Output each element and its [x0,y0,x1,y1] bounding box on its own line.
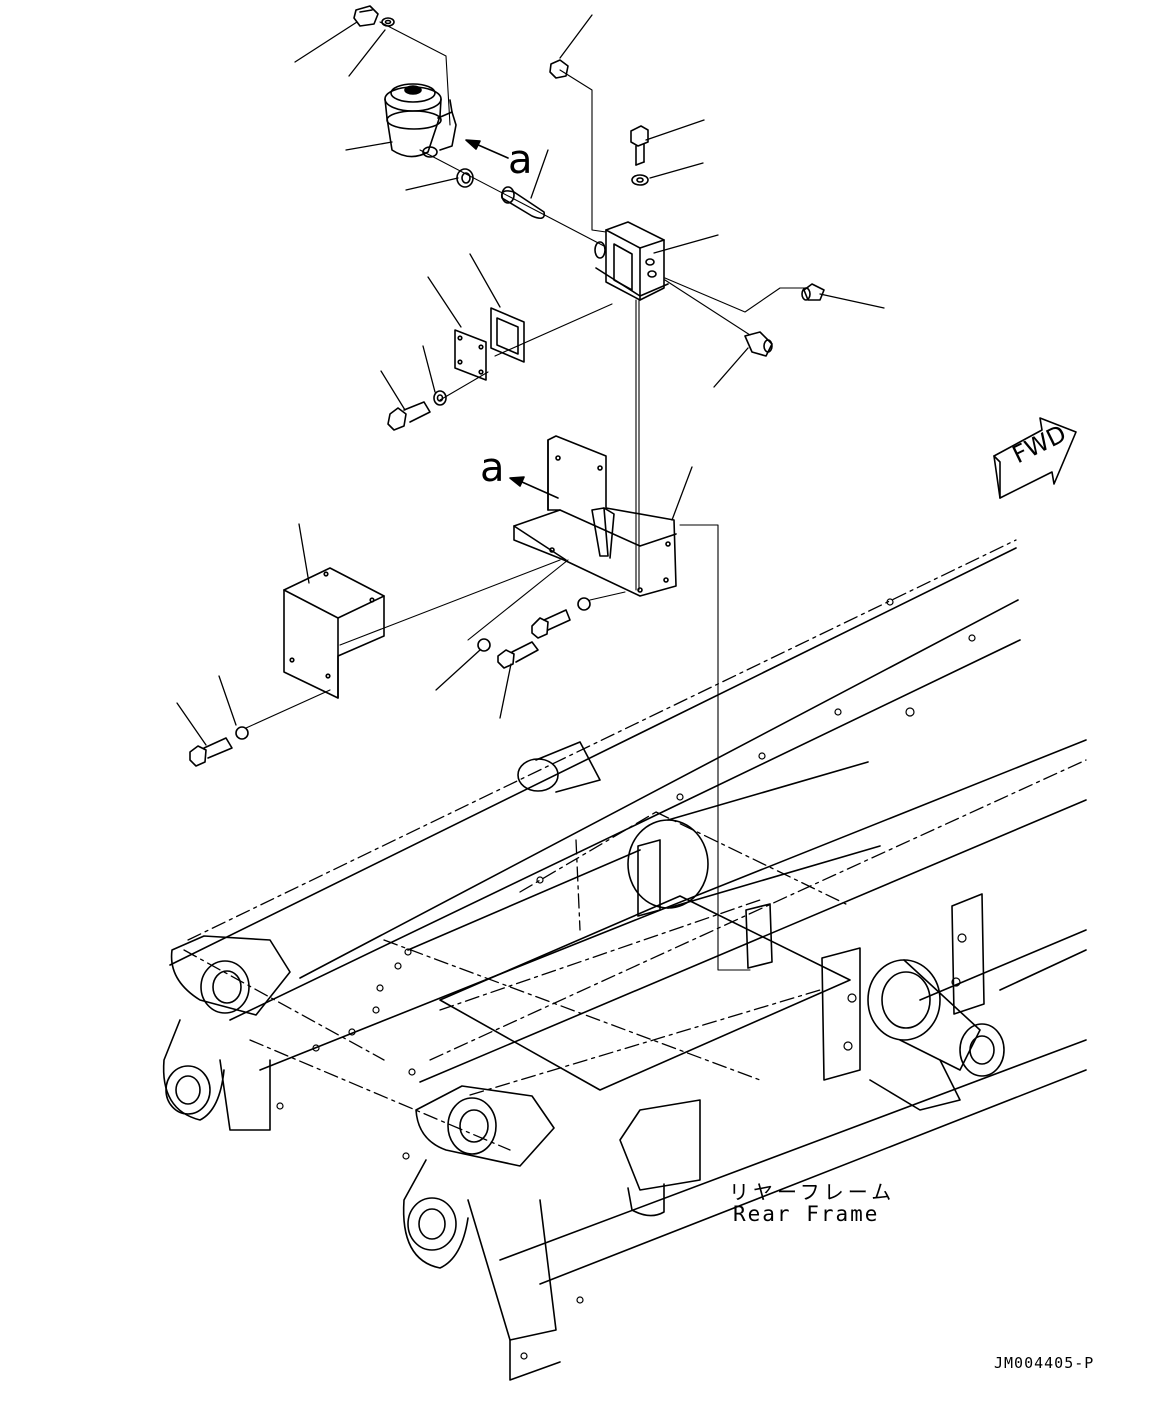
main-bracket [477,435,677,669]
cover-plate [387,307,525,431]
box-cover [189,567,385,767]
fwd-arrow-icon [993,417,1077,499]
drawing-number: JM004405-P [994,1354,1095,1372]
breather-assembly [353,5,546,220]
frame-label-japanese: リヤーフレーム [729,1180,896,1204]
callout-a-label: a [480,445,505,491]
mount-block [549,59,825,357]
callout-a-label: a [508,137,533,183]
assembly-lines [245,21,809,971]
frame-label-english: Rear Frame [733,1202,880,1226]
rear-frame [162,539,1087,1381]
leader-lines [176,14,885,746]
